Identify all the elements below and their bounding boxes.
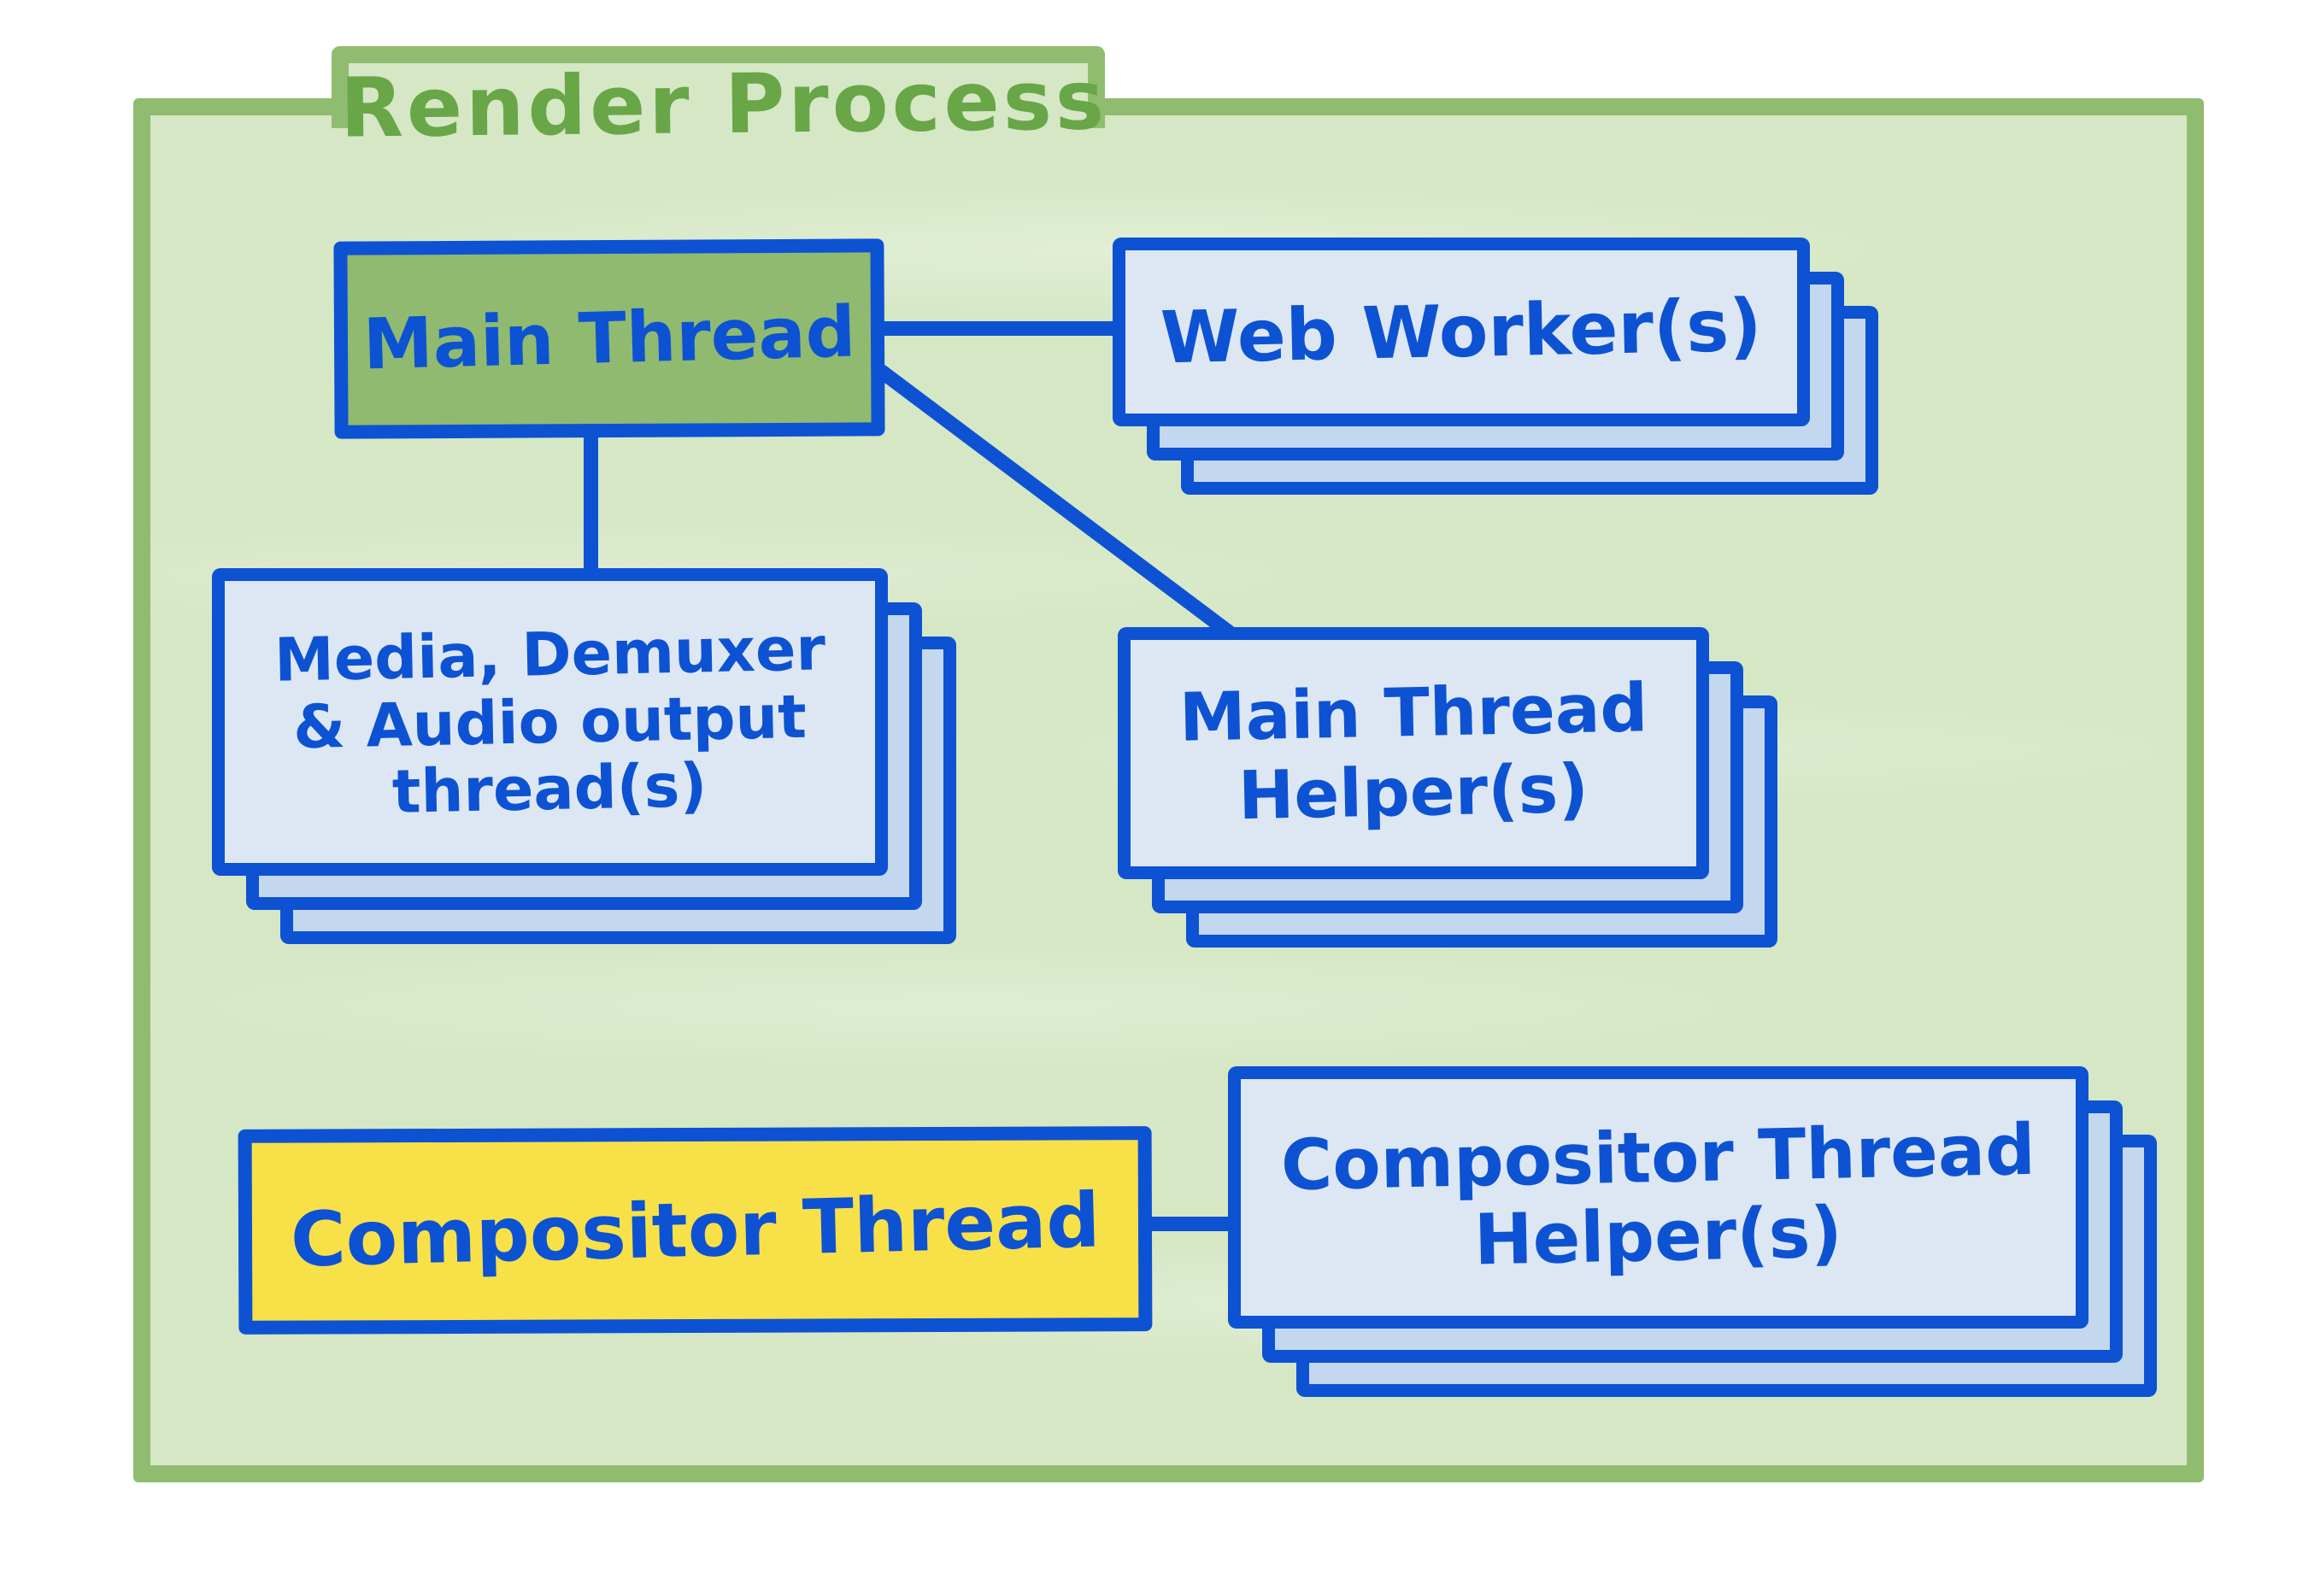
compositor-helpers-label-line2: Helper(s)	[1473, 1191, 1843, 1282]
media-threads-label-line3: thread(s)	[391, 750, 708, 828]
node-web-workers: Web Worker(s)	[1113, 238, 1885, 502]
diagram-title: Render Process	[339, 52, 1108, 156]
edge-main-thread-to-web-workers	[867, 321, 1124, 336]
compositor-helpers-label-line1: Compositor Thread	[1280, 1109, 2036, 1206]
compositor-thread-label: Compositor Thread	[289, 1176, 1102, 1284]
node-compositor-helpers: Compositor Thread Helper(s)	[1228, 1066, 2157, 1397]
web-workers-card: Web Worker(s)	[1113, 238, 1810, 426]
main-thread-helpers-label-line1: Main Thread	[1178, 670, 1649, 758]
main-thread-helpers-card: Main Thread Helper(s)	[1118, 627, 1709, 879]
node-main-thread: Main Thread	[333, 238, 885, 439]
compositor-helpers-card: Compositor Thread Helper(s)	[1228, 1066, 2088, 1329]
node-main-thread-helpers: Main Thread Helper(s)	[1118, 627, 1781, 951]
node-media-threads: Media, Demuxer & Audio output thread(s)	[212, 568, 956, 944]
media-threads-label-line2: & Audio output	[292, 681, 808, 763]
web-workers-label: Web Worker(s)	[1160, 284, 1763, 380]
main-thread-label: Main Thread	[361, 291, 857, 386]
media-threads-card: Media, Demuxer & Audio output thread(s)	[212, 568, 888, 876]
main-thread-helpers-label-line2: Helper(s)	[1237, 750, 1589, 835]
node-compositor-thread: Compositor Thread	[238, 1126, 1153, 1335]
render-process-folder-tab	[332, 46, 1105, 128]
edge-main-thread-to-media-threads	[584, 427, 598, 581]
edge-compositor-to-compositor-helpers	[1143, 1217, 1237, 1231]
